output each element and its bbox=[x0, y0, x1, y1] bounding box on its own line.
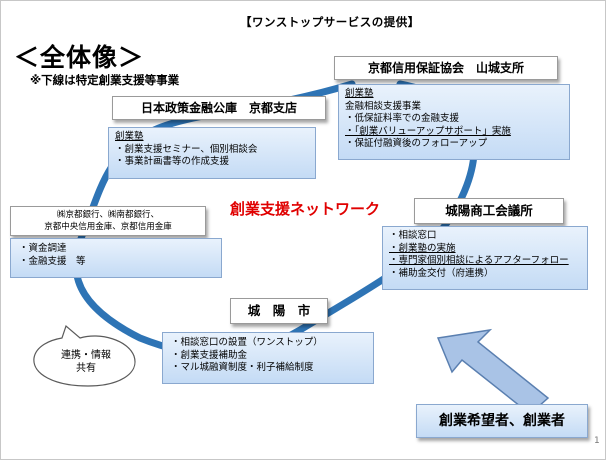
page-heading: ＜全体像＞ bbox=[14, 43, 145, 72]
chamber-item: ・専門家個別相談によるアフターフォロー bbox=[389, 255, 569, 266]
banks-item: ・資金調達 bbox=[19, 243, 67, 254]
large-up-left-arrow-icon bbox=[436, 328, 550, 415]
underline-note: ※下線は特定創業支援等事業 bbox=[30, 73, 180, 87]
banks-box: ・資金調達 ・金融支援 等 bbox=[10, 238, 222, 278]
callout-line2: 共有 bbox=[76, 363, 96, 374]
network-label: 創業支援ネットワーク bbox=[230, 200, 381, 218]
chamber-item: ・相談窓口 bbox=[389, 230, 437, 241]
jfc-item: 創業塾 bbox=[115, 131, 144, 142]
jfc-box: 創業塾 ・創業支援セミナー、個別相談会 ・事業計画書等の作成支援 bbox=[108, 127, 316, 179]
page-number: 1 bbox=[594, 436, 600, 446]
kyoto-credit-item: 創業塾 bbox=[345, 88, 374, 99]
chamber-item: ・補助金交付（府連携） bbox=[389, 267, 494, 279]
city-item: ・創業支援補助金 bbox=[171, 349, 248, 361]
kyoto-credit-item: ・保証付融資後のフォローアップ bbox=[345, 138, 488, 149]
kyoto-credit-box: 創業塾 金融相談支援事業 ・低保証料率での金融支援 ・「創業バリューアップサポー… bbox=[338, 84, 570, 160]
banks-item: ・金融支援 等 bbox=[19, 255, 86, 267]
callout-line1: 連携・情報 bbox=[61, 350, 111, 361]
city-header: 城 陽 市 bbox=[230, 298, 328, 324]
chamber-box: ・相談窓口 ・創業塾の実施 ・専門家個別相談によるアフターフォロー ・補助金交付… bbox=[382, 226, 588, 290]
kyoto-credit-item: ・低保証料率での金融支援 bbox=[345, 113, 460, 124]
city-item: ・マル城融資制度・利子補給制度 bbox=[171, 362, 314, 373]
target-box: 創業希望者、創業者 bbox=[416, 404, 588, 438]
banks-title-line2: 京都中央信用金庫、京都信用金庫 bbox=[44, 222, 172, 232]
callout-text: 連携・情報 共有 bbox=[44, 349, 128, 375]
city-item: ・相談窓口の設置（ワンストップ） bbox=[171, 337, 323, 348]
chamber-header: 城陽商工会議所 bbox=[414, 198, 564, 224]
header-title: 【ワンストップサービスの提供】 bbox=[240, 15, 420, 29]
jfc-item: ・事業計画書等の作成支援 bbox=[115, 156, 230, 167]
banks-title-line1: ㈱京都銀行、㈱南都銀行、 bbox=[56, 210, 159, 220]
kyoto-credit-item: 金融相談支援事業 bbox=[345, 100, 422, 112]
jfc-item: ・創業支援セミナー、個別相談会 bbox=[115, 143, 258, 155]
callout-bubble-shape bbox=[33, 324, 136, 387]
chamber-item: ・創業塾の実施 bbox=[389, 242, 456, 254]
banks-header: ㈱京都銀行、㈱南都銀行、 京都中央信用金庫、京都信用金庫 bbox=[10, 206, 206, 236]
jfc-header: 日本政策金融公庫 京都支店 bbox=[112, 96, 326, 120]
kyoto-credit-header: 京都信用保証協会 山城支所 bbox=[334, 56, 558, 80]
city-box: ・相談窓口の設置（ワンストップ） ・創業支援補助金 ・マル城融資制度・利子補給制… bbox=[162, 332, 374, 384]
kyoto-credit-item: ・「創業バリューアップサポート」実施 bbox=[345, 125, 511, 137]
